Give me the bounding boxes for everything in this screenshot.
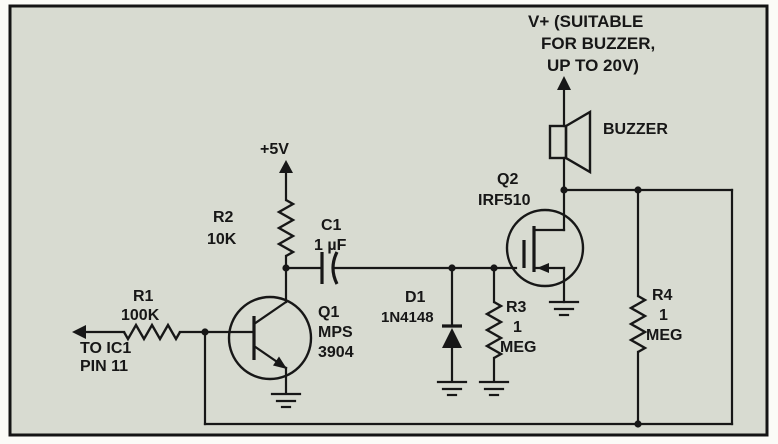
- r4-ref-label: R4: [652, 287, 673, 304]
- resistor-r3: R3 1 MEG: [484, 299, 536, 360]
- q2-part-label: IRF510: [478, 192, 531, 209]
- r3-ref-label: R3: [506, 299, 527, 316]
- supply-label: V+ (SUITABLE FOR BUZZER, UP TO 20V): [528, 12, 655, 90]
- c1-value-label: 1 µF: [314, 237, 347, 254]
- q2-ref-label: Q2: [497, 171, 518, 188]
- q1-emitter-arrow-icon: [273, 356, 287, 369]
- d1-value-label: 1N4148: [381, 309, 434, 326]
- q1-ref-label: Q1: [318, 304, 339, 321]
- r4-value-label1: 1: [659, 307, 668, 324]
- r2-value-label: 10K: [207, 231, 237, 248]
- r1-value-label: 100K: [121, 307, 160, 324]
- d1-triangle: [442, 328, 462, 348]
- vcc-arrow-icon: [279, 160, 293, 173]
- r3-value-label2: MEG: [500, 339, 536, 356]
- r4-zigzag: [628, 294, 648, 354]
- q1-part-label2: 3904: [318, 344, 354, 361]
- q2-envelope: [505, 208, 585, 288]
- schematic-border: [8, 4, 769, 437]
- mosfet-q2: Q2 IRF510: [478, 171, 585, 304]
- transistor-q1: Q1 MPS 3904: [227, 295, 354, 394]
- c1-ref-label: C1: [321, 217, 342, 234]
- diode-d1: D1 1N4148: [381, 289, 462, 348]
- buzzer: BUZZER: [548, 109, 668, 175]
- vplus-arrow-icon: [557, 76, 571, 90]
- r2-ref-label: R2: [213, 209, 234, 226]
- q2-body-arrow-icon: [537, 263, 549, 273]
- r3-zigzag: [484, 300, 504, 360]
- supply-text-line3: UP TO 20V): [547, 56, 639, 75]
- r1-zigzag: [122, 322, 182, 342]
- input-label-line2: PIN 11: [80, 358, 128, 375]
- input-label-line1: TO IC1: [80, 340, 131, 357]
- wires: [82, 88, 734, 426]
- c1-plate-curved: [331, 251, 339, 285]
- d1-ref-label: D1: [405, 289, 426, 306]
- r4-value-label2: MEG: [646, 327, 682, 344]
- resistor-r1: R1 100K: [121, 288, 182, 342]
- ground-symbol-r3: [478, 380, 510, 397]
- r3-value-label1: 1: [513, 319, 522, 336]
- q1-part-label1: MPS: [318, 324, 353, 341]
- r2-zigzag: [276, 198, 296, 258]
- r1-ref-label: R1: [133, 288, 154, 305]
- buzzer-label: BUZZER: [603, 121, 668, 138]
- input-terminal: TO IC1 PIN 11: [72, 325, 131, 375]
- ground-symbol-q1: [270, 392, 302, 409]
- buzzer-cone-icon: [564, 109, 592, 175]
- capacitor-c1: C1 1 µF: [314, 217, 347, 285]
- resistor-r2: +5V R2 10K: [207, 141, 296, 258]
- resistor-r4: R4 1 MEG: [628, 287, 682, 354]
- input-arrow-icon: [72, 325, 86, 339]
- supply-text-line2: FOR BUZZER,: [541, 34, 655, 53]
- ground-symbol-q2: [548, 300, 580, 317]
- supply-text-line1: V+ (SUITABLE: [528, 12, 643, 31]
- vcc-label: +5V: [260, 141, 289, 158]
- ground-symbol-d1: [436, 380, 468, 397]
- q1-envelope: [227, 295, 313, 381]
